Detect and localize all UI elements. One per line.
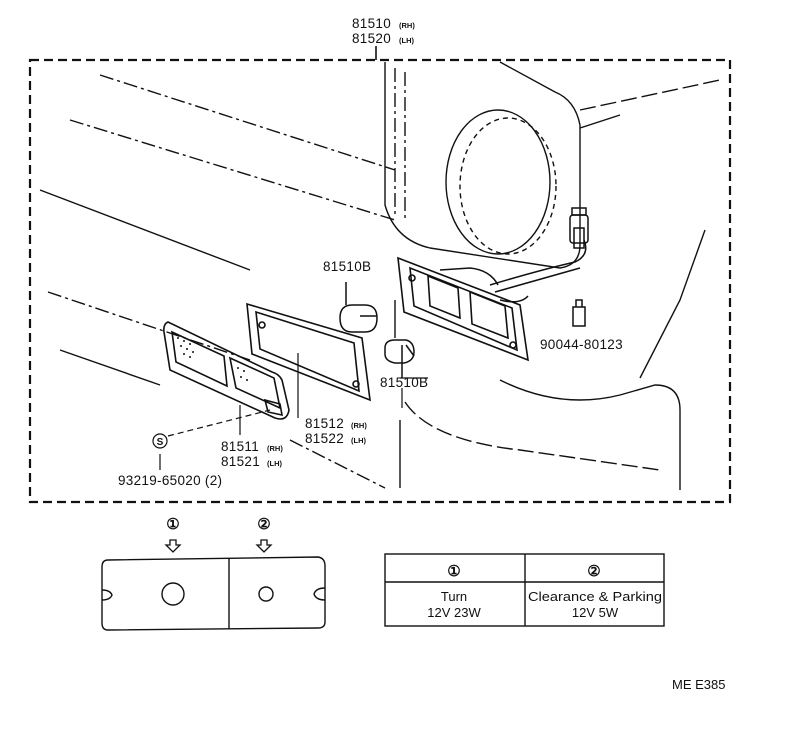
side-lens (163, 321, 290, 420)
table-col1-spec: 12V 23W (427, 605, 481, 620)
lens-rh-suffix: (RH) (267, 444, 283, 453)
lens-callout-2: ② (257, 516, 270, 533)
assembly-lh-number: 81520 (352, 31, 391, 46)
table-col2-num: ② (587, 563, 600, 580)
screw-number: 93219-65020 (2) (118, 473, 222, 488)
lens-lh-number: 81521 (221, 454, 260, 469)
gasket-rh-suffix: (RH) (351, 421, 367, 430)
gasket-lh-suffix: (LH) (351, 436, 366, 445)
leader-lines (159, 353, 428, 470)
assembly-boundary (28, 58, 732, 504)
lens-rh-number: 81511 (221, 439, 259, 454)
down-arrow-icon (164, 539, 273, 553)
gasket-lh-number: 81522 (305, 431, 344, 446)
reference-code: ME E385 (672, 677, 725, 692)
bulb-upper-number: 81510B (323, 259, 371, 274)
lamp-housing (397, 256, 529, 362)
bulb-clearance (384, 339, 415, 378)
screw-symbol: S (157, 437, 164, 448)
lens-gasket (246, 302, 371, 402)
table-col1-num: ① (447, 563, 460, 580)
screw-symbol-circle (152, 433, 168, 449)
assembly-lh-suffix: (LH) (399, 36, 414, 45)
lens-texture (177, 337, 248, 381)
lens-lh-suffix: (LH) (267, 459, 282, 468)
bulb-turn (339, 282, 378, 333)
vehicle-body-outline (39, 61, 721, 490)
bulb-lower-number: 81510B (380, 375, 428, 390)
assembly-rh-suffix: (RH) (399, 21, 415, 30)
socket-clip-number: 90044-80123 (540, 337, 623, 352)
socket-clip (572, 299, 586, 327)
lens-front-view (101, 556, 326, 631)
table-col1-name: Turn (441, 589, 467, 604)
gasket-rh-number: 81512 (305, 416, 344, 431)
wiring-harness (489, 207, 589, 303)
assembly-rh-number: 81510 (352, 16, 391, 31)
lens-callout-1: ① (166, 516, 179, 533)
bulb-table (384, 553, 665, 627)
table-col2-spec: 12V 5W (572, 605, 619, 620)
table-col2-name: Clearance & Parking (528, 589, 662, 604)
